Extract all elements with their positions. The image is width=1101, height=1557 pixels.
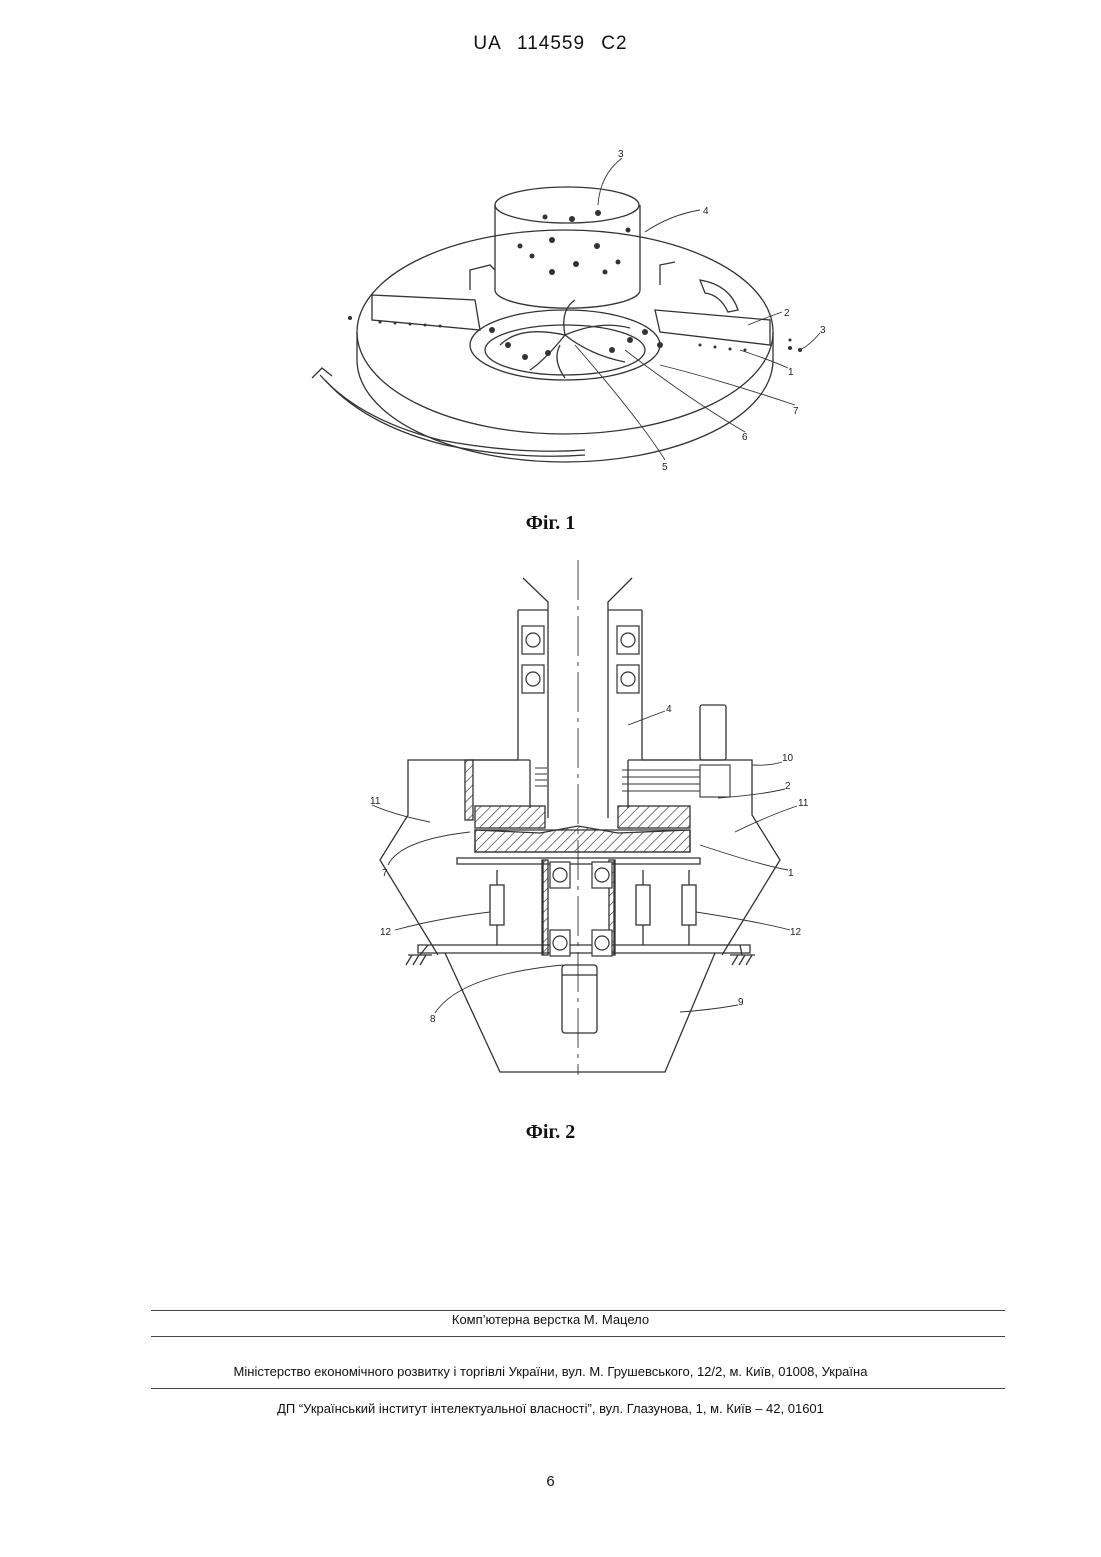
footer-rule xyxy=(151,1388,1005,1389)
fig2-label: 8 xyxy=(430,1014,436,1025)
footer-rule xyxy=(151,1336,1005,1337)
fig2-label: 11 xyxy=(798,798,809,809)
figure-2-caption: Фіг. 2 xyxy=(0,1121,1101,1144)
fig2-label: 9 xyxy=(738,997,744,1008)
fig2-label: 11 xyxy=(370,796,381,807)
fig2-label: 7 xyxy=(382,868,388,879)
fig2-label: 10 xyxy=(782,753,794,764)
institute-address: ДП “Український інститут інтелектуальної… xyxy=(0,1401,1101,1416)
fig2-label: 12 xyxy=(380,927,392,938)
ministry-address: Міністерство економічного розвитку і тор… xyxy=(0,1364,1101,1379)
layout-credit: Комп’ютерна верстка М. Мацело xyxy=(0,1312,1101,1327)
page-number: 6 xyxy=(0,1473,1101,1490)
footer-rule xyxy=(151,1310,1005,1311)
fig2-label: 12 xyxy=(790,927,802,938)
fig2-label: 1 xyxy=(788,868,794,879)
fig2-label: 2 xyxy=(785,781,791,792)
fig2-label: 4 xyxy=(666,704,672,715)
